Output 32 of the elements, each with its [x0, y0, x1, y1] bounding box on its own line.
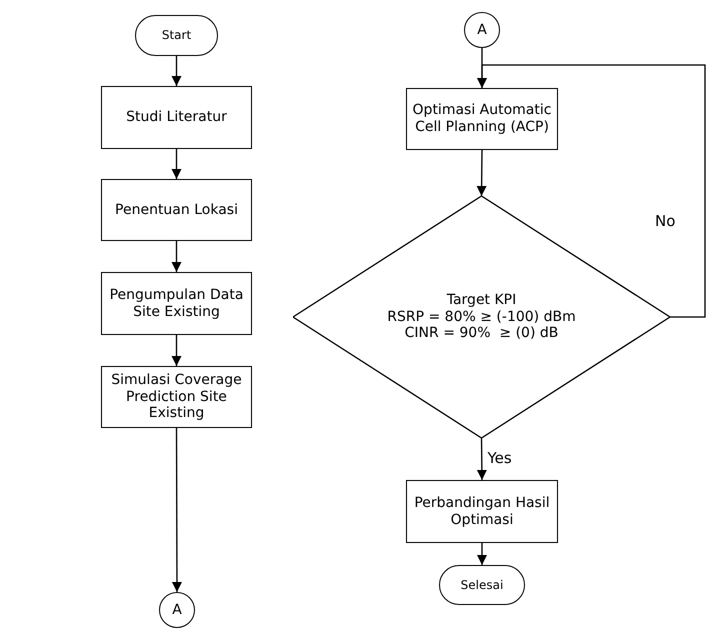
connector-circle: [159, 592, 195, 628]
node-text: A: [477, 22, 487, 38]
node-text: A: [172, 602, 182, 618]
node-text: Simulasi Coverage Prediction Site Existing: [110, 372, 243, 422]
node-text: Pengumpulan Data Site Existing: [108, 286, 244, 320]
terminator: [135, 15, 218, 56]
process-box: [406, 88, 558, 150]
process-box: [406, 480, 558, 543]
arrow: [172, 149, 182, 179]
terminator: [439, 565, 525, 605]
node-text: CINR = 90% ≥ (0) dB: [404, 325, 558, 342]
node-text: Target KPI: [446, 292, 516, 309]
process-box: [101, 86, 252, 149]
arrow: [172, 335, 182, 366]
arrow: [172, 428, 182, 592]
node-text: Optimasi Automatic Cell Planning (ACP): [412, 102, 552, 136]
node-text: RSRP = 80% ≥ (-100) dBm: [387, 308, 576, 326]
node-text: Penentuan Lokasi: [115, 202, 238, 218]
node-text: Selesai: [460, 578, 504, 592]
connector-circle: [464, 12, 500, 48]
arrow: [476, 438, 487, 480]
arrow: [172, 56, 182, 86]
arrow: [477, 64, 706, 318]
process-box: [101, 179, 252, 241]
node-text: Start: [162, 28, 192, 43]
process-box: [101, 366, 252, 428]
process-box: [101, 272, 252, 335]
arrow: [476, 150, 487, 196]
arrow: [172, 241, 182, 272]
node-text: Studi Literatur: [126, 109, 227, 126]
arrow: [477, 543, 487, 565]
node-text: Perbandingan Hasil Optimasi: [413, 494, 551, 528]
